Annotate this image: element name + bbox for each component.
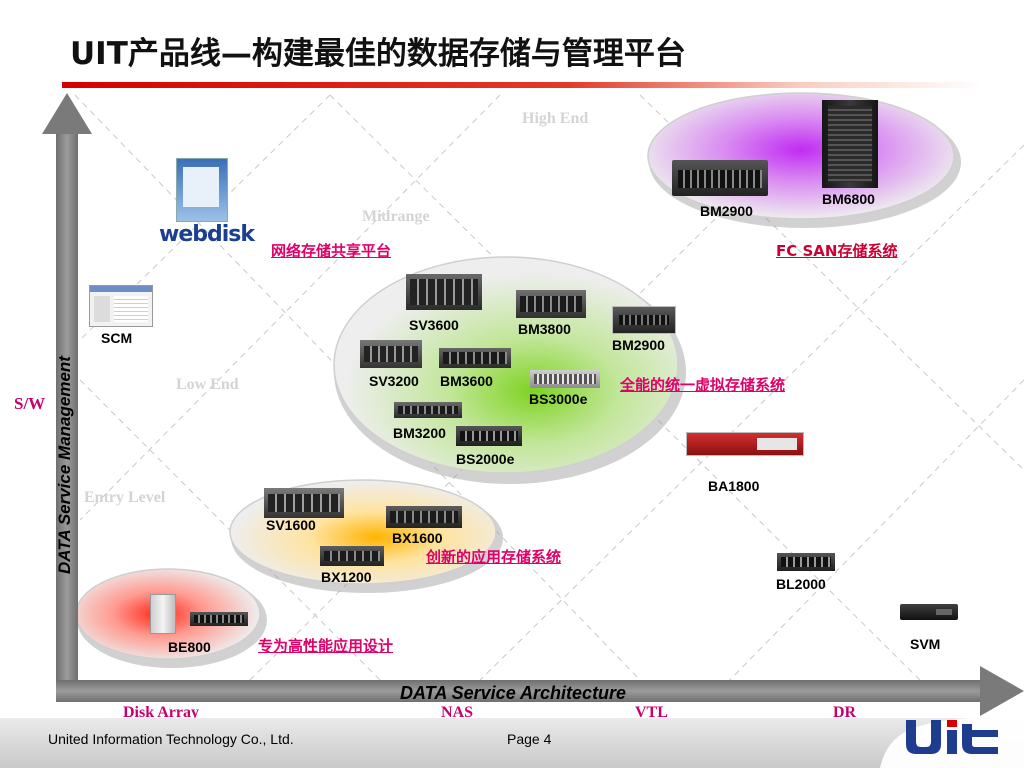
webdisk-logo: webdisk <box>159 222 255 247</box>
bm6800-label: BM6800 <box>822 191 875 207</box>
y-axis-arrowhead <box>42 93 92 134</box>
footer-bar <box>0 718 1024 768</box>
bx1200-image <box>320 546 384 566</box>
bm6800-image <box>822 100 878 188</box>
bm3200-image <box>394 402 462 418</box>
bm2900-high-label: BM2900 <box>700 203 753 219</box>
sv3200-image <box>360 340 422 368</box>
bx1600-image <box>386 506 462 528</box>
bm3800-label: BM3800 <box>518 321 571 337</box>
sw-label: S/W <box>14 394 46 413</box>
sv3600-image <box>406 274 482 310</box>
segment-low-end: Low End <box>176 376 239 393</box>
y-axis-bar <box>56 130 78 702</box>
bl2000-image <box>777 553 835 571</box>
innovative-app-link[interactable]: 创新的应用存储系统 <box>426 548 562 566</box>
sv1600-image <box>264 488 344 518</box>
x-axis-title: DATA Service Architecture <box>400 683 627 703</box>
bs3000e-image <box>530 370 600 388</box>
svm-label: SVM <box>910 636 941 652</box>
x-axis-bar <box>56 680 986 702</box>
bl2000-label: BL2000 <box>776 576 826 592</box>
webdisk-box-image <box>176 158 228 222</box>
segment-midrange: Midrange <box>362 208 430 225</box>
category-nas: NAS <box>441 704 474 721</box>
sv1600-label: SV1600 <box>266 517 316 533</box>
bm3800-image <box>516 290 586 318</box>
fc-san-link[interactable]: FC SAN存储系统 <box>776 242 898 260</box>
title-underline <box>62 82 982 88</box>
uit-logo <box>902 716 1002 756</box>
category-vtl: VTL <box>635 704 668 721</box>
bs2000e-image <box>456 426 522 446</box>
ba1800-image <box>686 432 804 456</box>
scm-screenshot-image <box>89 285 153 327</box>
bm3200-label: BM3200 <box>393 425 446 441</box>
svm-image <box>900 604 958 620</box>
be800-tower-image <box>150 594 176 634</box>
segment-high-end: High End <box>522 110 589 127</box>
footer-page-number: Page 4 <box>507 731 552 747</box>
footer-company: United Information Technology Co., Ltd. <box>48 731 294 747</box>
bm2900-mid-label: BM2900 <box>612 337 665 353</box>
bs3000e-label: BS3000e <box>529 391 588 407</box>
high-perf-link[interactable]: 专为高性能应用设计 <box>258 637 394 655</box>
page-title: UIT产品线—构建最佳的数据存储与管理平台 <box>70 36 686 72</box>
bm2900-mid-image <box>612 306 676 334</box>
category-dr: DR <box>833 704 857 721</box>
sv3200-label: SV3200 <box>369 373 419 389</box>
bs2000e-label: BS2000e <box>456 451 515 467</box>
category-disk-array: Disk Array <box>123 704 199 721</box>
bm2900-high-image <box>672 160 768 196</box>
ba1800-label: BA1800 <box>708 478 760 494</box>
bx1600-label: BX1600 <box>392 530 443 546</box>
y-axis-title: DATA Service Management <box>55 356 74 574</box>
bm3600-image <box>439 348 511 368</box>
scm-label: SCM <box>101 330 133 346</box>
unified-virtual-link[interactable]: 全能的统一虚拟存储系统 <box>620 376 786 394</box>
sv3600-label: SV3600 <box>409 317 459 333</box>
bx1200-label: BX1200 <box>321 569 372 585</box>
x-axis-arrowhead <box>980 666 1024 716</box>
be800-rack-image <box>190 612 248 626</box>
bm3600-label: BM3600 <box>440 373 493 389</box>
network-share-link[interactable]: 网络存储共享平台 <box>271 242 392 260</box>
segment-entry-level: Entry Level <box>84 489 166 506</box>
be800-label: BE800 <box>168 639 211 655</box>
